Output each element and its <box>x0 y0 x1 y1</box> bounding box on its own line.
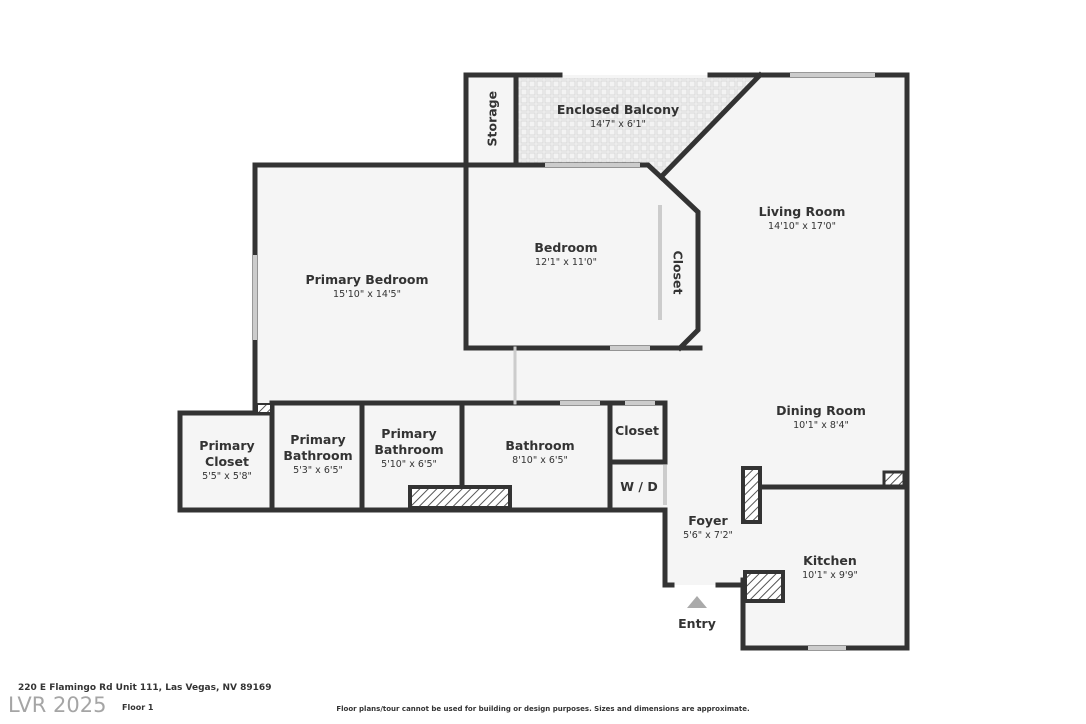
room-primary-bathroom-2: Primary Bathroom 5'10" x 6'5" <box>369 426 449 471</box>
room-name: Living Room <box>758 204 846 219</box>
entry-arrow-icon <box>687 596 707 608</box>
room-dimensions: 14'7" x 6'1" <box>590 119 646 130</box>
room-dimensions: 5'6" x 7'2" <box>683 530 733 541</box>
disclaimer: Floor plans/tour cannot be used for buil… <box>336 705 750 713</box>
fixture-hatch <box>408 485 512 510</box>
room-dimensions: 14'10" x 17'0" <box>768 221 836 232</box>
room-bathroom: Bathroom 8'10" x 6'5" <box>505 438 574 467</box>
room-dimensions: 12'1" x 11'0" <box>535 257 597 268</box>
floor-label: Floor 1 <box>122 703 154 712</box>
room-name: Primary Bathroom <box>374 426 444 457</box>
room-dimensions: 5'10" x 6'5" <box>381 459 437 470</box>
room-dimensions: 15'10" x 14'5" <box>333 289 401 300</box>
watermark: LVR 2025 <box>8 693 107 717</box>
room-name: Primary Bedroom <box>305 272 429 287</box>
room-dining-room: Dining Room 10'1" x 8'4" <box>776 403 866 432</box>
room-primary-bathroom: Primary Bathroom 5'3" x 6'5" <box>278 432 358 477</box>
address: 220 E Flamingo Rd Unit 111, Las Vegas, N… <box>18 683 272 693</box>
room-name: Foyer <box>688 513 728 528</box>
room-name: Kitchen <box>803 553 857 568</box>
room-name: W / D <box>620 479 658 494</box>
room-enclosed-balcony: Enclosed Balcony 14'7" x 6'1" <box>557 102 679 131</box>
room-bedroom: Bedroom 12'1" x 11'0" <box>534 240 597 269</box>
room-name: Primary Bathroom <box>283 432 353 463</box>
room-foyer: Foyer 5'6" x 7'2" <box>683 513 733 542</box>
entry-label: Entry <box>678 616 716 632</box>
room-dimensions: 5'3" x 6'5" <box>293 465 343 476</box>
room-name: Bedroom <box>534 240 598 255</box>
column-hatch <box>741 466 762 524</box>
room-bedroom-closet: Closet <box>670 250 686 295</box>
balcony-tiles <box>516 78 757 176</box>
windows <box>253 73 875 650</box>
room-washer-dryer: W / D <box>620 479 657 495</box>
room-name: Enclosed Balcony <box>556 102 680 117</box>
room-name: Closet <box>615 423 659 438</box>
column-hatch <box>256 403 272 414</box>
column-hatch <box>882 470 906 488</box>
room-name: Primary Closet <box>199 438 255 469</box>
room-living-room: Living Room 14'10" x 17'0" <box>759 204 846 233</box>
room-dimensions: 10'1" x 8'4" <box>793 420 849 431</box>
column-hatch <box>743 570 785 603</box>
room-hall-closet: Closet <box>615 423 659 439</box>
room-primary-closet: Primary Closet 5'5" x 5'8" <box>192 438 262 483</box>
room-primary-bedroom: Primary Bedroom 15'10" x 14'5" <box>305 272 428 301</box>
room-dimensions: 10'1" x 9'9" <box>802 570 858 581</box>
room-name: Bathroom <box>505 438 575 453</box>
room-storage: Storage <box>484 90 500 147</box>
room-kitchen: Kitchen 10'1" x 9'9" <box>802 553 858 582</box>
room-name: Dining Room <box>776 403 866 418</box>
room-dimensions: 8'10" x 6'5" <box>512 455 568 466</box>
entry-text: Entry <box>678 616 716 631</box>
room-dimensions: 5'5" x 5'8" <box>202 471 252 482</box>
